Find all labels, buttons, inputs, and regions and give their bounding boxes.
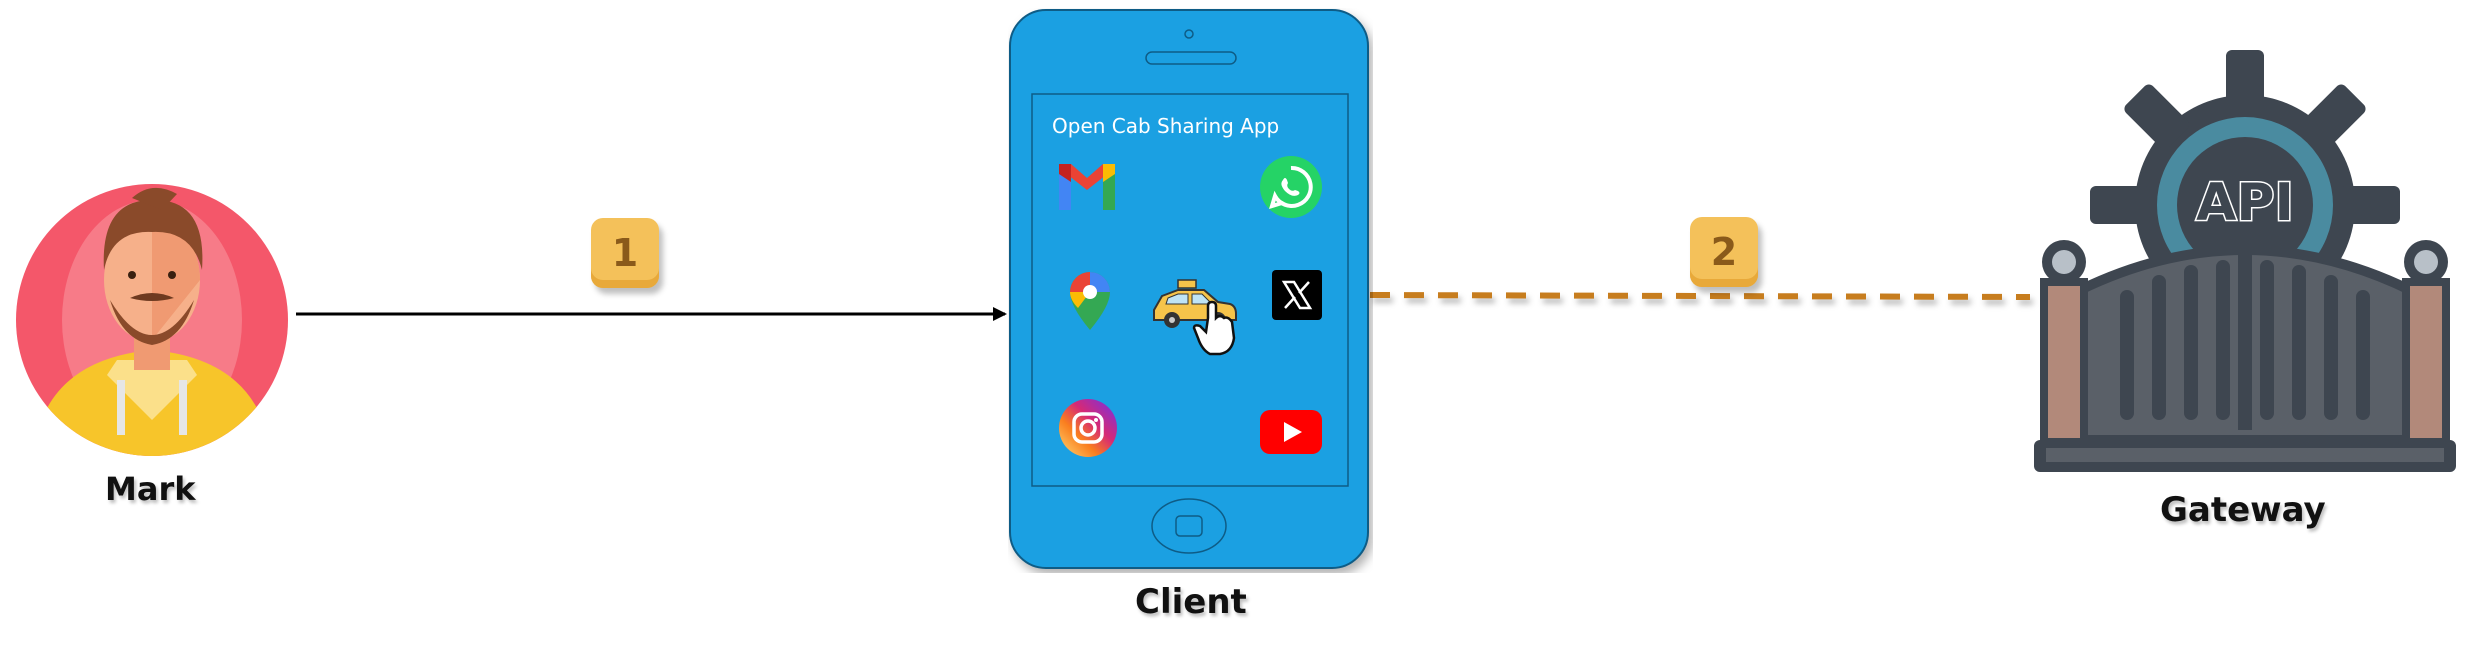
step-badge-1: 1: [591, 218, 659, 288]
google-maps-icon[interactable]: [1066, 270, 1114, 332]
step-badge-2: 2: [1690, 217, 1758, 287]
taxi-icon[interactable]: [1148, 272, 1256, 362]
dashed-link-client-to-gateway: [1369, 292, 2031, 300]
user-avatar: [12, 170, 292, 460]
avatar-icon: [16, 184, 288, 456]
user-label: Mark: [105, 470, 196, 508]
app-screen-title: Open Cab Sharing App: [1052, 114, 1280, 138]
whatsapp-icon[interactable]: [1258, 154, 1324, 220]
gateway-api-text: API: [2196, 173, 2294, 233]
youtube-icon[interactable]: [1258, 408, 1324, 456]
client-label: Client: [1135, 582, 1247, 622]
x-icon[interactable]: [1272, 270, 1322, 320]
gateway-label: Gateway: [2160, 490, 2326, 530]
gmail-icon[interactable]: [1055, 160, 1119, 214]
instagram-icon[interactable]: [1058, 398, 1118, 458]
gateway-icon: API: [2030, 50, 2460, 480]
